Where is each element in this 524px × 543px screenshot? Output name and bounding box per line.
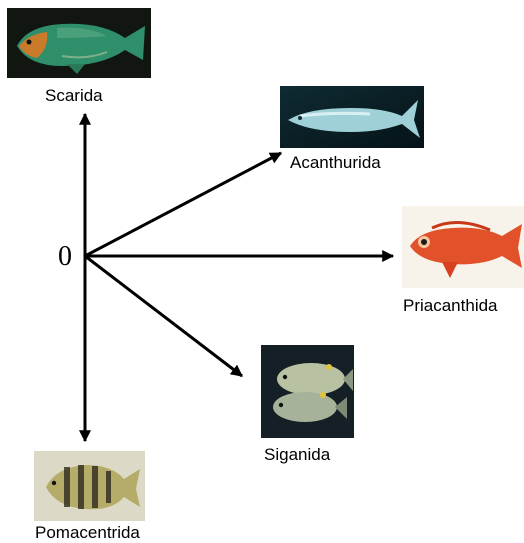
surgeonfish-photo [280,86,424,148]
branch-label-priacanthida: Priacanthida [403,296,498,316]
branch-label-siganida: Siganida [264,445,330,465]
arrow-to-siganida [85,256,242,376]
parrotfish-photo [7,8,151,78]
origin-label: 0 [58,242,72,272]
bigeye-photo [402,206,524,288]
arrow-to-acanthurida [85,153,281,256]
branch-label-scarida: Scarida [45,86,103,106]
damselfish-photo [34,451,145,521]
branch-label-pomacentrida: Pomacentrida [35,523,140,543]
rabbitfish-photo [261,345,354,438]
branch-label-acanthurida: Acanthurida [290,153,381,173]
